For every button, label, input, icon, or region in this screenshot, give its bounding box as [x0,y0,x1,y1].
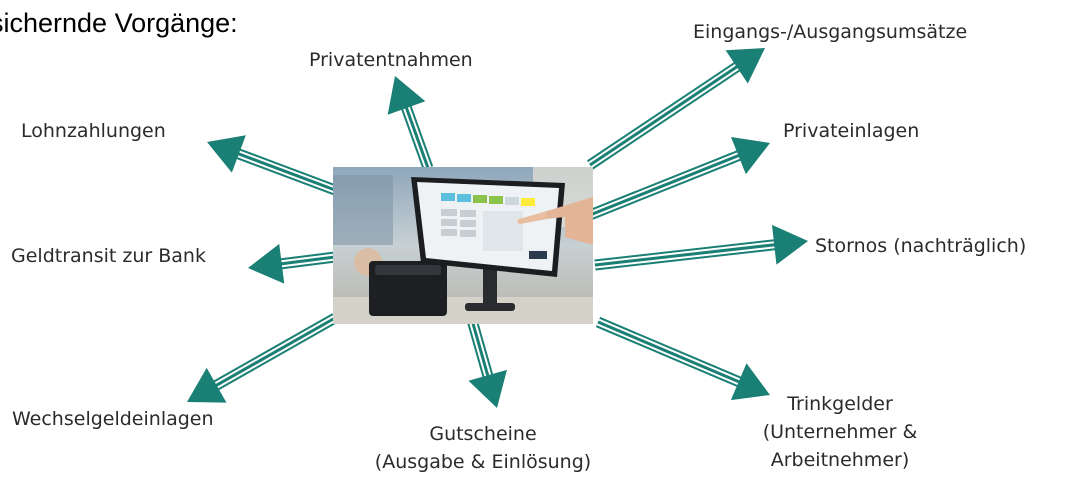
label-trinkgelder-line2: (Unternehmer & [762,421,918,443]
screen-button [473,195,487,203]
label-gutscheine-line1: Gutscheine [429,423,537,445]
label-geldtransit: Geldtransit zur Bank [11,245,206,267]
screen-button [489,196,503,204]
screen-button [457,194,471,202]
label-trinkgelder-line3: Arbeitnehmer) [770,449,910,471]
label-trinkgelder-line1: Trinkgelder [787,393,893,415]
screen-button [521,198,535,206]
pos-terminal-illustration [333,167,593,324]
arrow-stornos [594,224,808,271]
label-eingangs-ausgangsumsaetze: Eingangs-/Ausgangsumsätze [693,21,968,43]
label-lohnzahlungen: Lohnzahlungen [21,120,166,142]
screen-button [505,197,519,205]
arrow-lohnzahlungen [207,135,337,196]
screen-button [441,193,455,201]
arrow-wechselgeldeinlagen [187,313,338,403]
arrow-geldtransit [248,243,336,284]
arrow-privatentnahmen [387,76,434,170]
diagram-title: sichernde Vorgänge: [0,8,238,38]
label-stornos: Stornos (nachträglich) [815,235,1027,257]
label-gutscheine-line2: (Ausgabe & Einlösung) [374,451,592,473]
pos-terminal-photo [333,167,593,324]
label-privatentnahmen: Privatentnahmen [309,49,473,71]
arrow-trinkgelder [595,316,770,401]
label-gutscheine: Gutscheine (Ausgabe & Einlösung) [373,420,593,476]
arrow-privateinlagen [587,137,770,221]
label-trinkgelder: Trinkgelder (Unternehmer & Arbeitnehmer) [755,390,925,474]
arrow-eingangs-ausgangsumsaetze [586,48,765,170]
label-wechselgeldeinlagen: Wechselgeldeinlagen [12,408,214,430]
arrow-gutscheine [466,318,507,408]
label-privateinlagen: Privateinlagen [783,120,920,142]
